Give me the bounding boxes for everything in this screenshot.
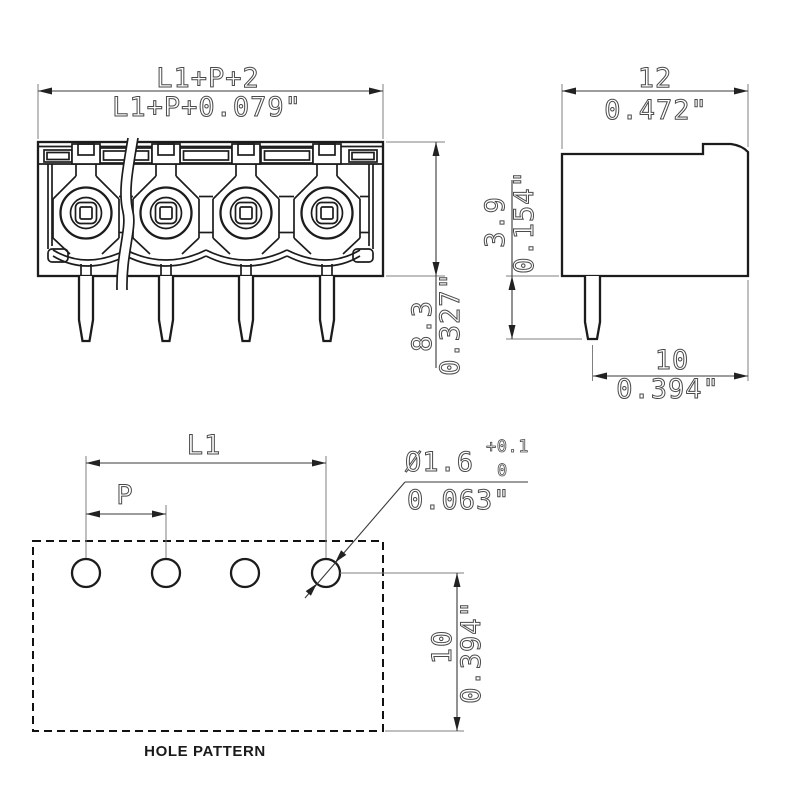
pitch-dim-label: P bbox=[116, 480, 133, 511]
pin-4 bbox=[318, 276, 336, 343]
screw-position-1 bbox=[52, 143, 120, 255]
front-width-dim-in: L1+P+0.079" bbox=[112, 92, 302, 123]
side-view: 12 0.472" 3.9 0.154" 10 0.394" bbox=[480, 63, 750, 406]
hole-pattern-label: HOLE PATTERN bbox=[144, 743, 266, 760]
pin-1 bbox=[77, 276, 95, 343]
pin-3 bbox=[237, 276, 255, 343]
hole-dia-dim-mm: Ø1.6 bbox=[405, 447, 474, 478]
edge-dim-mm: 10 bbox=[427, 630, 458, 665]
hole-dia-tol-lower: 0 bbox=[497, 461, 508, 481]
screw-boss-circle bbox=[139, 186, 193, 240]
hole-pattern-view: L1 P Ø1.6 +0.1 0 0.063" 10 0.394" HOLE P… bbox=[32, 430, 529, 760]
screw-drive-slot bbox=[239, 206, 253, 220]
span-dim-label: L1 bbox=[187, 430, 222, 461]
side-pin-length-dim-in: 0.154" bbox=[509, 170, 540, 274]
screw-drive-slot bbox=[79, 206, 93, 220]
hole-dia-tol-upper: +0.1 bbox=[486, 437, 529, 457]
front-width-dim-mm: L1+P+2 bbox=[156, 63, 260, 94]
front-pins bbox=[77, 276, 336, 343]
screw-position-2 bbox=[132, 143, 200, 255]
side-pin bbox=[583, 276, 602, 341]
hole-3 bbox=[229, 557, 261, 589]
side-housing-outline bbox=[560, 142, 750, 278]
screw-boss-circle bbox=[300, 186, 354, 240]
hole-1 bbox=[70, 557, 102, 589]
screw-drive-slot bbox=[159, 206, 173, 220]
pcb-outline bbox=[32, 540, 384, 732]
front-view: L1+P+2 L1+P+0.079" 8.3 0.327" bbox=[36, 63, 467, 376]
front-housing-outline bbox=[36, 140, 385, 278]
side-dimensions: 12 0.472" 3.9 0.154" 10 0.394" bbox=[480, 63, 749, 406]
edge-dim-in: 0.394" bbox=[456, 600, 487, 704]
front-dimensions: L1+P+2 L1+P+0.079" 8.3 0.327" bbox=[37, 63, 467, 376]
side-depth-dim-mm: 12 bbox=[638, 63, 673, 94]
side-depth-dim-in: 0.472" bbox=[604, 95, 708, 126]
front-top-slots bbox=[43, 147, 378, 164]
screw-boss-circle bbox=[219, 186, 273, 240]
front-height-dim-in: 0.327" bbox=[435, 272, 466, 376]
hole-pattern-dimensions: L1 P Ø1.6 +0.1 0 0.063" 10 0.394" bbox=[86, 430, 529, 732]
screw-position-4 bbox=[293, 143, 361, 255]
side-pin-to-face-dim-mm: 10 bbox=[655, 345, 690, 376]
pin-2 bbox=[157, 276, 175, 343]
screw-position-3 bbox=[212, 143, 280, 255]
front-body bbox=[36, 140, 385, 278]
front-break-line bbox=[116, 137, 139, 291]
hole-dia-dim-in: 0.063" bbox=[407, 485, 511, 516]
front-scallops bbox=[52, 249, 361, 276]
screw-drive-slot bbox=[320, 206, 334, 220]
hole-2 bbox=[150, 557, 182, 589]
front-height-dim-mm: 8.3 bbox=[407, 300, 438, 352]
front-inner-walls bbox=[47, 164, 374, 263]
side-pin-length-dim-mm: 3.9 bbox=[480, 196, 511, 248]
side-pin-to-face-dim-in: 0.394" bbox=[616, 374, 720, 405]
screw-boss-circle bbox=[59, 186, 113, 240]
